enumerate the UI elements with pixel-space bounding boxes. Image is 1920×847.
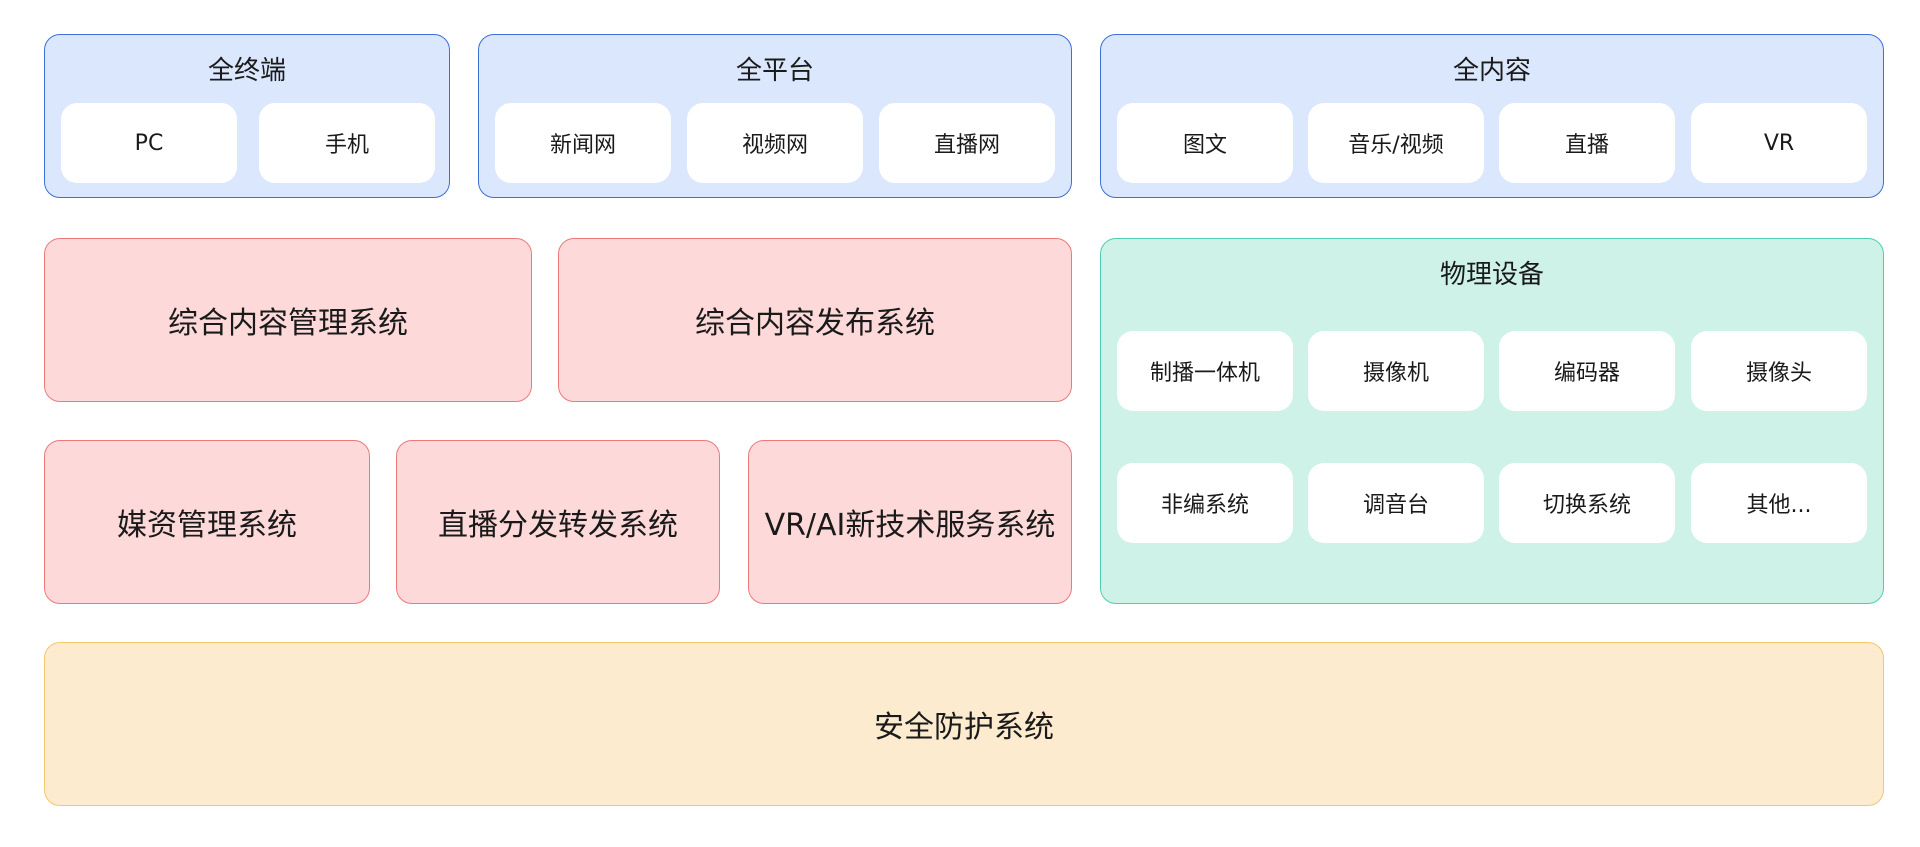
chip-video-site[interactable]: 视频网 [687, 103, 863, 183]
system-vr-ai[interactable]: VR/AI新技术服务系统 [748, 440, 1072, 604]
group-platforms-title: 全平台 [735, 56, 814, 86]
system-security[interactable]: 安全防护系统 [44, 642, 1884, 806]
chip-music-video[interactable]: 音乐/视频 [1308, 103, 1484, 183]
chip-mobile[interactable]: 手机 [259, 103, 435, 183]
group-terminals-title: 全终端 [207, 56, 286, 86]
chip-switching-system[interactable]: 切换系统 [1499, 463, 1675, 543]
system-cms[interactable]: 综合内容管理系统 [44, 238, 532, 402]
group-devices: 物理设备 制播一体机 摄像机 编码器 摄像头 非编系统 调音台 切换系统 其他.… [1100, 238, 1884, 604]
group-terminals: 全终端 PC 手机 [44, 34, 450, 198]
chip-encoder[interactable]: 编码器 [1499, 331, 1675, 411]
system-publish[interactable]: 综合内容发布系统 [558, 238, 1072, 402]
chip-nonlinear-editing[interactable]: 非编系统 [1117, 463, 1293, 543]
system-live-distribution[interactable]: 直播分发转发系统 [396, 440, 720, 604]
group-content: 全内容 图文 音乐/视频 直播 VR [1100, 34, 1884, 198]
group-devices-title: 物理设备 [1439, 260, 1544, 290]
chip-news-site[interactable]: 新闻网 [495, 103, 671, 183]
chip-camera[interactable]: 摄像机 [1308, 331, 1484, 411]
chip-live[interactable]: 直播 [1499, 103, 1675, 183]
chip-webcam[interactable]: 摄像头 [1691, 331, 1867, 411]
group-platforms: 全平台 新闻网 视频网 直播网 [478, 34, 1072, 198]
chip-vr[interactable]: VR [1691, 103, 1867, 183]
chip-live-site[interactable]: 直播网 [879, 103, 1055, 183]
group-content-title: 全内容 [1452, 56, 1531, 86]
chip-graphic-text[interactable]: 图文 [1117, 103, 1293, 183]
system-media-asset[interactable]: 媒资管理系统 [44, 440, 370, 604]
chip-mixing-console[interactable]: 调音台 [1308, 463, 1484, 543]
chip-others[interactable]: 其他... [1691, 463, 1867, 543]
chip-production-all-in-one[interactable]: 制播一体机 [1117, 331, 1293, 411]
chip-pc[interactable]: PC [61, 103, 237, 183]
